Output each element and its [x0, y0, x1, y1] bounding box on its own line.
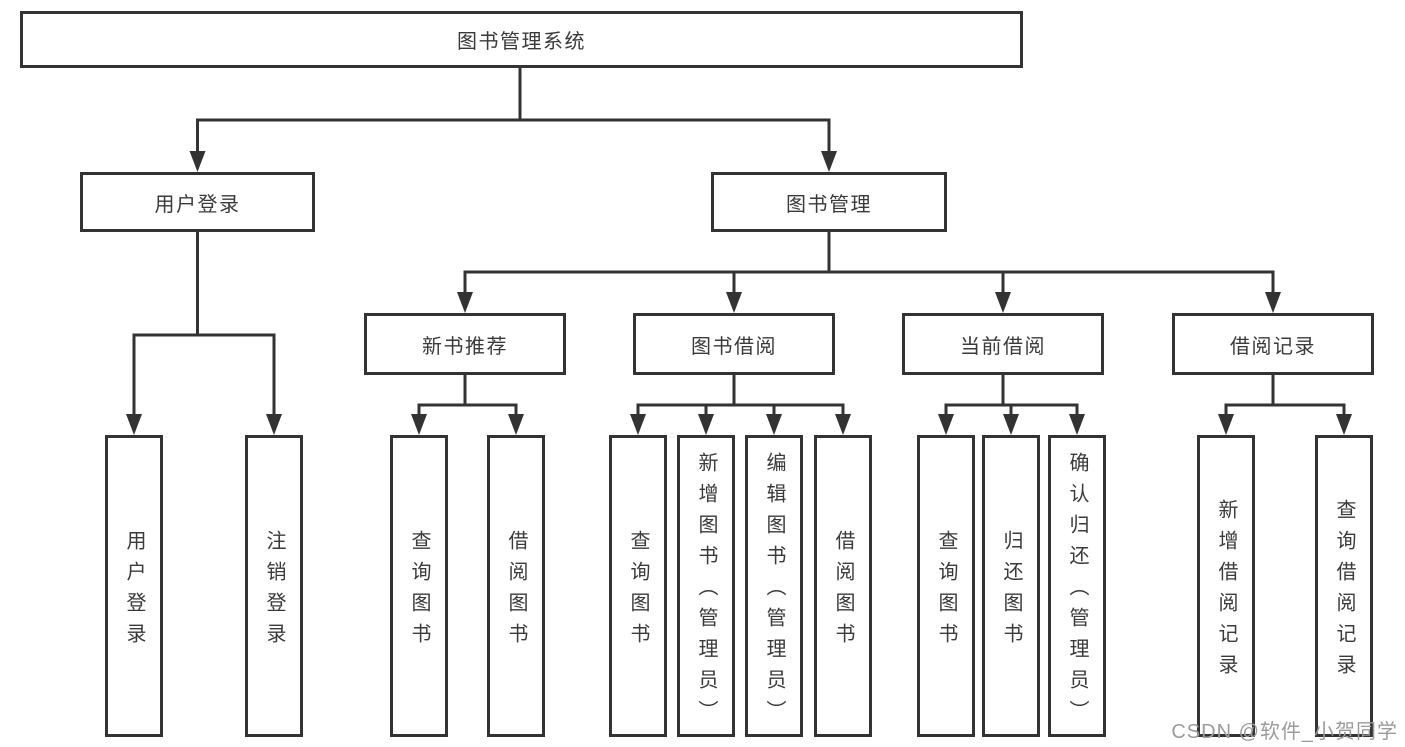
node-user-login-module: 用户登录: [80, 172, 315, 232]
leaf-user-login: 用户登录: [105, 435, 163, 737]
node-new-book-recommend: 新书推荐: [364, 313, 566, 375]
leaf-add-borrow-record: 新增借阅记录: [1197, 435, 1255, 737]
node-borrow-record: 借阅记录: [1172, 313, 1374, 375]
node-current-borrow: 当前借阅: [902, 313, 1104, 375]
leaf-return-books: 归还图书: [982, 435, 1040, 737]
leaf-confirm-return-admin: 确认归还（管理员）: [1048, 435, 1106, 737]
leaf-edit-books-admin: 编辑图书（管理员）: [745, 435, 803, 737]
leaf-add-books-admin: 新增图书（管理员）: [677, 435, 735, 737]
leaf-query-books-borrow: 查询图书: [609, 435, 667, 737]
leaf-query-books-current: 查询图书: [917, 435, 975, 737]
leaf-borrow-books-recommend: 借阅图书: [487, 435, 545, 737]
node-book-management-module: 图书管理: [711, 172, 947, 232]
leaf-query-borrow-record: 查询借阅记录: [1315, 435, 1373, 737]
leaf-borrow-books: 借阅图书: [814, 435, 872, 737]
node-book-borrow: 图书借阅: [633, 313, 835, 375]
leaf-logout: 注销登录: [245, 435, 303, 737]
leaf-query-books-recommend: 查询图书: [390, 435, 448, 737]
node-root-library-system: 图书管理系统: [20, 11, 1023, 68]
csdn-watermark: CSDN @软件_小贺同学: [1171, 721, 1398, 743]
